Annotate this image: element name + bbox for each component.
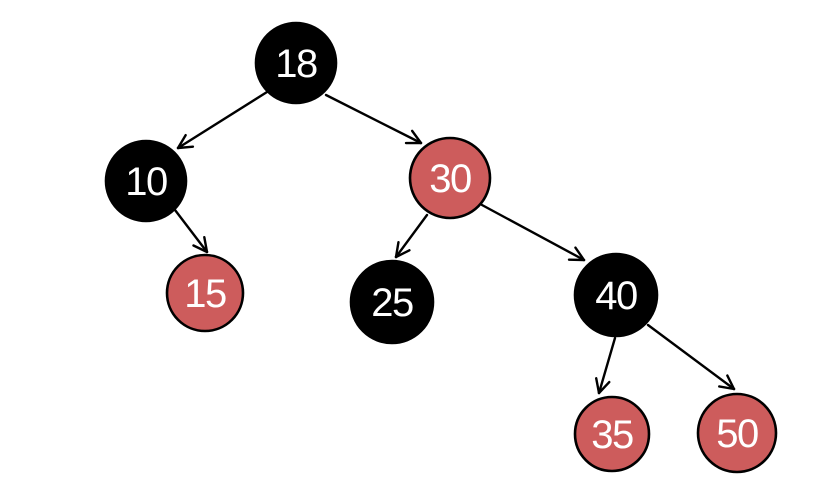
edge-line bbox=[646, 323, 736, 391]
node-label-35: 35 bbox=[591, 413, 633, 457]
edge-arrow-10-15 bbox=[173, 208, 209, 254]
arrowhead-barb bbox=[574, 246, 586, 262]
edge-arrow-18-30 bbox=[324, 93, 423, 145]
node-label-30: 30 bbox=[429, 157, 471, 201]
arrowhead-barb bbox=[176, 133, 187, 150]
node-circle-15 bbox=[165, 253, 245, 333]
tree-node-30: 30 bbox=[408, 136, 492, 220]
edge-arrow-18-10 bbox=[176, 90, 269, 150]
tree-node-15: 15 bbox=[165, 253, 245, 333]
edge-line bbox=[324, 93, 423, 145]
tree-node-18: 18 bbox=[254, 21, 338, 105]
node-circle-30 bbox=[408, 136, 492, 220]
arrowhead-barb bbox=[726, 374, 736, 391]
arrowhead-barb bbox=[394, 249, 411, 259]
node-circle-35 bbox=[573, 395, 651, 473]
edge-arrow-40-35 bbox=[594, 336, 617, 395]
arrowhead-barb bbox=[410, 129, 423, 145]
node-label-15: 15 bbox=[184, 272, 226, 316]
edge-line bbox=[597, 336, 617, 395]
arrowhead-barb bbox=[597, 380, 611, 395]
tree-node-35: 35 bbox=[573, 395, 651, 473]
node-circle-50 bbox=[696, 392, 778, 474]
node-circle-18 bbox=[254, 21, 338, 105]
arrowhead-barb bbox=[192, 244, 209, 254]
edge-line bbox=[480, 203, 586, 262]
node-label-18: 18 bbox=[275, 42, 317, 86]
edge-line bbox=[176, 90, 269, 150]
tree-node-10: 10 bbox=[104, 139, 188, 223]
tree-node-25: 25 bbox=[349, 259, 435, 345]
edge-arrow-30-25 bbox=[394, 213, 429, 259]
tree-node-50: 50 bbox=[696, 392, 778, 474]
node-circle-25 bbox=[349, 259, 435, 345]
node-label-25: 25 bbox=[371, 281, 413, 325]
edge-arrow-40-50 bbox=[646, 323, 736, 391]
arrowhead-barb bbox=[176, 145, 195, 150]
node-circle-10 bbox=[104, 139, 188, 223]
edge-line bbox=[173, 208, 209, 254]
arrowhead-barb bbox=[203, 236, 209, 254]
arrowhead-barb bbox=[718, 385, 736, 391]
node-circle-40 bbox=[573, 252, 659, 338]
tree-node-40: 40 bbox=[573, 252, 659, 338]
edge-arrow-30-40 bbox=[480, 203, 586, 262]
arrowhead-barb bbox=[394, 241, 400, 259]
node-label-50: 50 bbox=[716, 412, 758, 456]
edge-line bbox=[394, 213, 429, 259]
node-label-10: 10 bbox=[125, 160, 167, 204]
arrowhead-barb bbox=[594, 377, 601, 395]
node-label-40: 40 bbox=[595, 274, 637, 318]
